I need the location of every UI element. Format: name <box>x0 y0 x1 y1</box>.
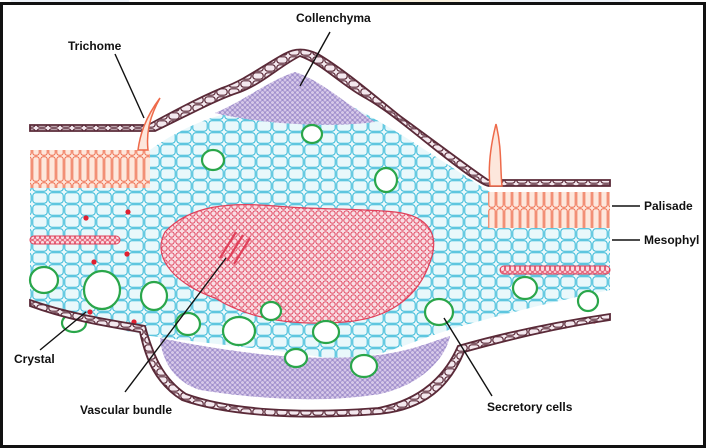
lateral-vein-right <box>500 266 610 274</box>
label-mesophyll: Mesophyl <box>644 233 699 247</box>
label-secretory-cells: Secretory cells <box>487 400 573 414</box>
label-palisade: Palisade <box>644 199 693 213</box>
palisade-left <box>30 150 150 188</box>
label-trichome: Trichome <box>68 39 122 53</box>
label-crystal: Crystal <box>14 352 55 366</box>
palisade-right <box>488 192 610 228</box>
lateral-vein-left <box>30 236 120 244</box>
label-collenchyma: Collenchyma <box>296 11 371 25</box>
label-vascular-bundle: Vascular bundle <box>80 403 172 417</box>
